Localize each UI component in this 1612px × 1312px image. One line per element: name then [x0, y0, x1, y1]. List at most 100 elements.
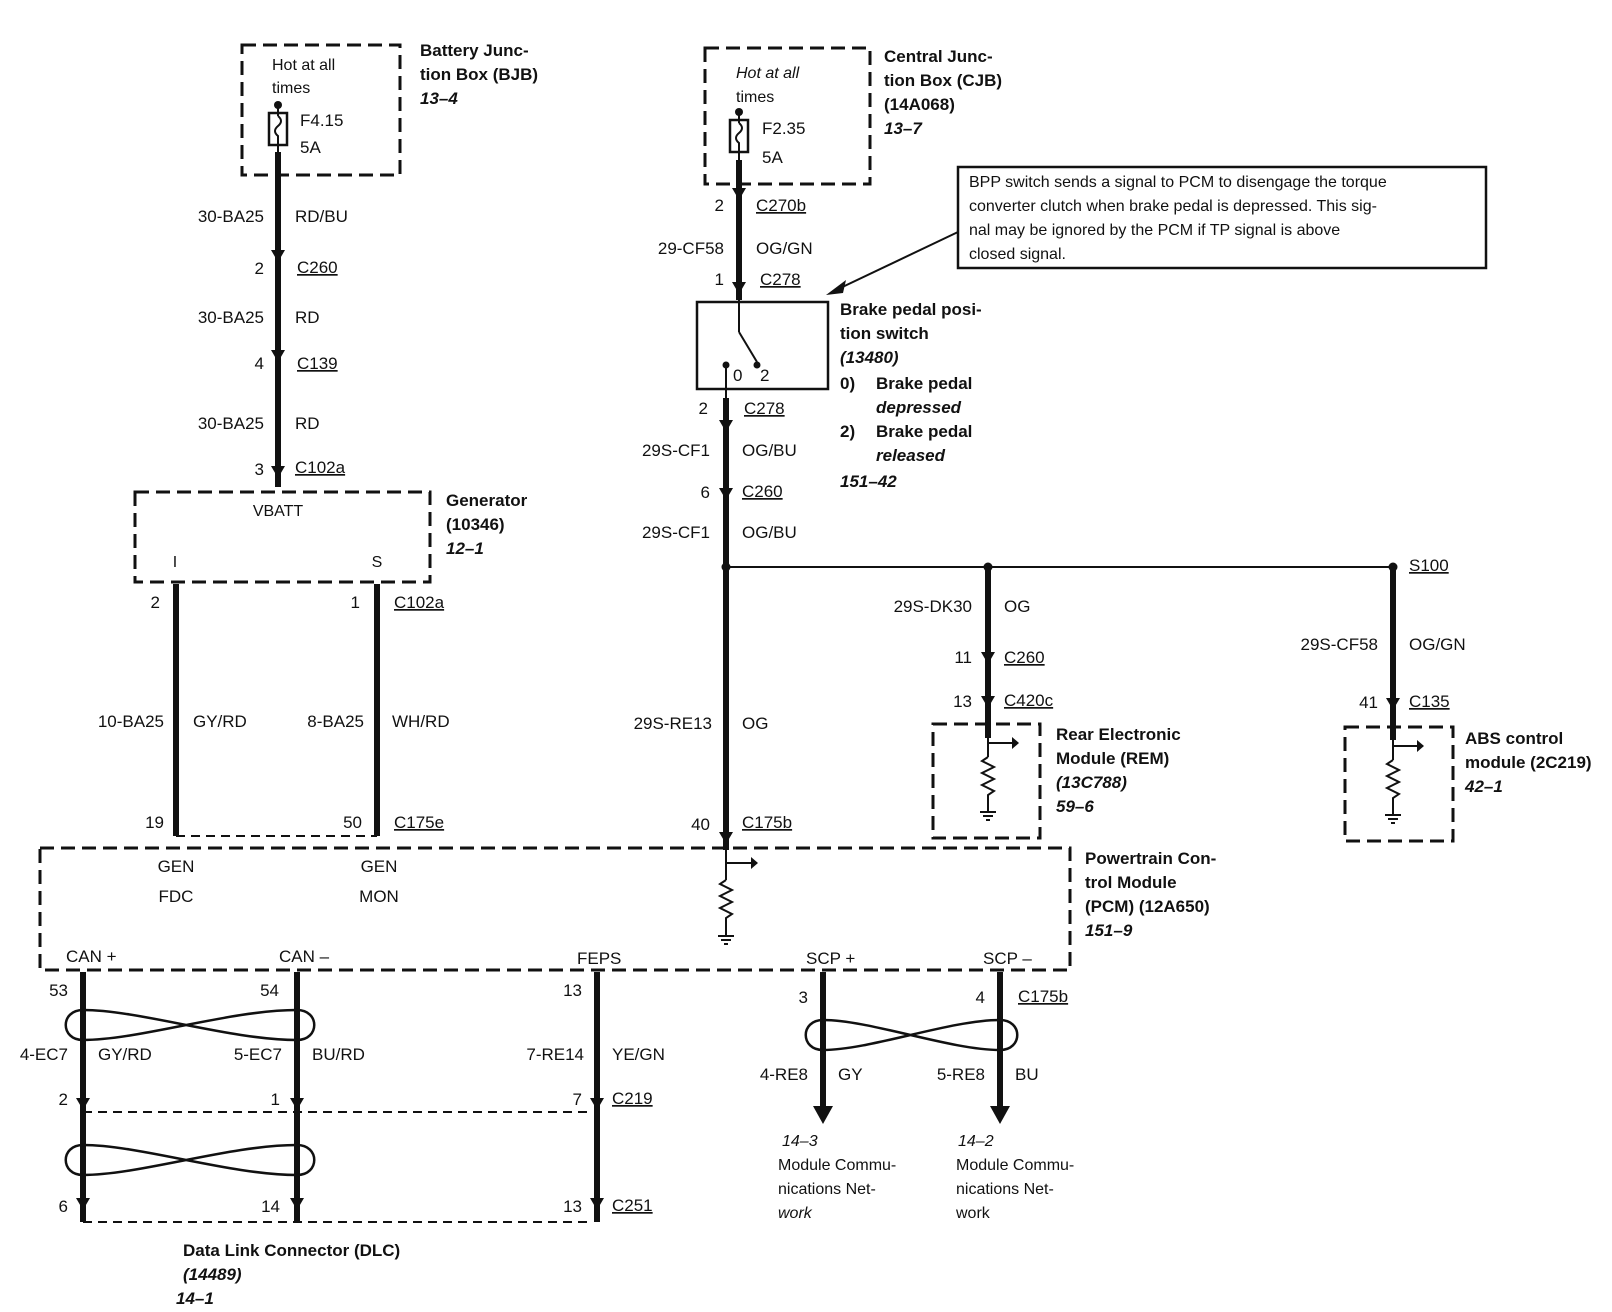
cjb-fuse-id: F2.35 [762, 119, 805, 138]
bpp-state0-line1: Brake pedal [876, 374, 972, 393]
generator-outline [133, 490, 432, 584]
rem-title-line1: Rear Electronic [1056, 725, 1181, 744]
c102a-connector-icon [271, 466, 285, 478]
abs-c135-connector-icon [1386, 698, 1400, 710]
bpp-pos0-label: 0 [733, 366, 742, 385]
c139-connector-icon [271, 350, 285, 362]
pcm-input-icon [751, 857, 758, 869]
scp-minus-dest-line1: Module Commu- [956, 1157, 1074, 1174]
scp-plus-pcm-pin: 3 [799, 988, 808, 1007]
bpp-state0-num: 0) [840, 374, 855, 393]
scp-minus-pcm-pin: 4 [976, 988, 985, 1007]
rem-c420c-connector: C420c [1004, 691, 1054, 710]
pcm-outline [38, 846, 1072, 972]
bpp-switch-blade [738, 331, 758, 363]
left-c260-connector: C260 [297, 258, 338, 277]
bpp-outline [695, 300, 830, 391]
rem-c420c-connector-icon [981, 696, 995, 708]
cjb-title-line1: Central Junc- [884, 47, 993, 66]
rem-title-line2: Module (REM) [1056, 749, 1169, 768]
center-seg4-circuit: 29S-RE13 [634, 714, 712, 733]
cjb-outline [703, 46, 872, 186]
abs-title-line1: ABS control [1465, 729, 1563, 748]
left-seg3-color: RD [295, 414, 320, 433]
battery-junction-box: Hot at all times F4.15 5A Battery Junc- … [240, 41, 538, 177]
can-minus-dlc-connector-icon [290, 1198, 304, 1210]
s100-branch: S100 [726, 556, 1449, 575]
scp-minus-color: BU [1015, 1065, 1039, 1084]
can-minus-circuit: 5-EC7 [234, 1045, 282, 1064]
scp-minus-dest-line2: nications Net- [956, 1181, 1054, 1198]
cjb-hot-line2: times [736, 89, 774, 106]
center-c278-top-pin: 1 [715, 270, 724, 289]
left-power-wire: 30-BA25 RD/BU 2 C260 30-BA25 RD 4 C139 3… [198, 152, 348, 487]
bjb-title-line2: tion Box (BJB) [420, 65, 538, 84]
scp-plus-dest-line2: nications Net- [778, 1181, 876, 1198]
gen-s-circuit: 8-BA25 [307, 712, 364, 731]
feps-c219-connector: C219 [612, 1089, 653, 1108]
bjb-hot-line2: times [272, 80, 310, 97]
data-link-connector: Data Link Connector (DLC) (14489) 14–1 [176, 1241, 400, 1308]
can-twisted-pair-lower-icon [64, 1143, 316, 1177]
generator-pin-i: I [173, 554, 177, 571]
abs-ref: 42–1 [1464, 777, 1503, 796]
abs-control-module: ABS control module (2C219) 42–1 [1343, 725, 1592, 843]
pcm-title-line2: trol Module [1085, 873, 1177, 892]
abs-c135-connector: C135 [1409, 692, 1450, 711]
scp-minus-dest-line3: work [955, 1205, 991, 1222]
rem-circuit: 29S-DK30 [894, 597, 972, 616]
rem-outline [931, 722, 1042, 840]
scp-minus-arrow-icon [990, 1106, 1010, 1124]
center-c175b-pin: 40 [691, 815, 710, 834]
bjb-hot-line1: Hot at all [272, 57, 335, 74]
can-plus-pcm-pin: 53 [49, 981, 68, 1000]
abs-resistor-icon [1384, 759, 1402, 815]
c260-connector-icon [271, 250, 285, 262]
pcm-gen-fdc-line1: GEN [158, 857, 195, 876]
note-line3: nal may be ignored by the PCM if TP sign… [969, 222, 1340, 239]
c270b-connector-icon [732, 188, 746, 200]
cjb-hot-line1: Hot at all [736, 65, 800, 82]
center-c260-pin: 6 [701, 483, 710, 502]
left-c139-pin: 4 [255, 354, 264, 373]
note-arrow-icon [826, 280, 846, 295]
rem-wire: 29S-DK30 OG 11 C260 13 C420c [894, 567, 1054, 738]
bjb-fuse-element [274, 107, 282, 152]
dlc-part: (14489) [183, 1265, 242, 1284]
pcm-title-line1: Powertrain Con- [1085, 849, 1216, 868]
cjb-fuse-element [735, 114, 743, 160]
scp-minus-ref: 14–2 [958, 1133, 994, 1150]
bpp-title-line1: Brake pedal posi- [840, 300, 982, 319]
pcm-ground-icon [718, 935, 734, 945]
bjb-title-line1: Battery Junc- [420, 41, 529, 60]
scp-plus-color: GY [838, 1065, 863, 1084]
rear-electronic-module: Rear Electronic Module (REM) (13C788) 59… [931, 722, 1181, 840]
scp-bus-wires: 3 4 C175b 4-RE8 GY 5-RE8 BU 14–3 Module … [760, 972, 1074, 1222]
center-c270b-pin: 2 [715, 196, 724, 215]
center-seg3-color: OG/BU [742, 523, 797, 542]
center-c175b-connector: C175b [742, 813, 792, 832]
pcm-scp-minus: SCP – [983, 949, 1032, 968]
bjb-fuse-id: F4.15 [300, 111, 343, 130]
center-seg1-color: OG/GN [756, 239, 813, 258]
left-c260-pin: 2 [255, 259, 264, 278]
bpp-title-line2: tion switch [840, 324, 929, 343]
bjb-outline [240, 43, 402, 177]
can-plus-mid-pin: 2 [59, 1090, 68, 1109]
scp-plus-arrow-icon [813, 1106, 833, 1124]
bpp-state2-line1: Brake pedal [876, 422, 972, 441]
rem-c260-connector-icon [981, 652, 995, 664]
scp-twisted-pair-icon [804, 1018, 1019, 1052]
generator-pin-s: S [372, 554, 383, 571]
pcm-ref: 151–9 [1085, 921, 1133, 940]
left-c102a-pin: 3 [255, 460, 264, 479]
scp-minus-circuit: 5-RE8 [937, 1065, 985, 1084]
pcm-title-line3: (PCM) (12A650) [1085, 897, 1210, 916]
center-seg3-circuit: 29S-CF1 [642, 523, 710, 542]
c278-top-connector-icon [732, 282, 746, 294]
cjb-fuse-terminal [735, 108, 743, 116]
generator-title-line2: (10346) [446, 515, 505, 534]
c278-bottom-connector-icon [719, 420, 733, 432]
bpp-note: BPP switch sends a signal to PCM to dise… [826, 165, 1488, 295]
note-line4: closed signal. [969, 246, 1066, 263]
